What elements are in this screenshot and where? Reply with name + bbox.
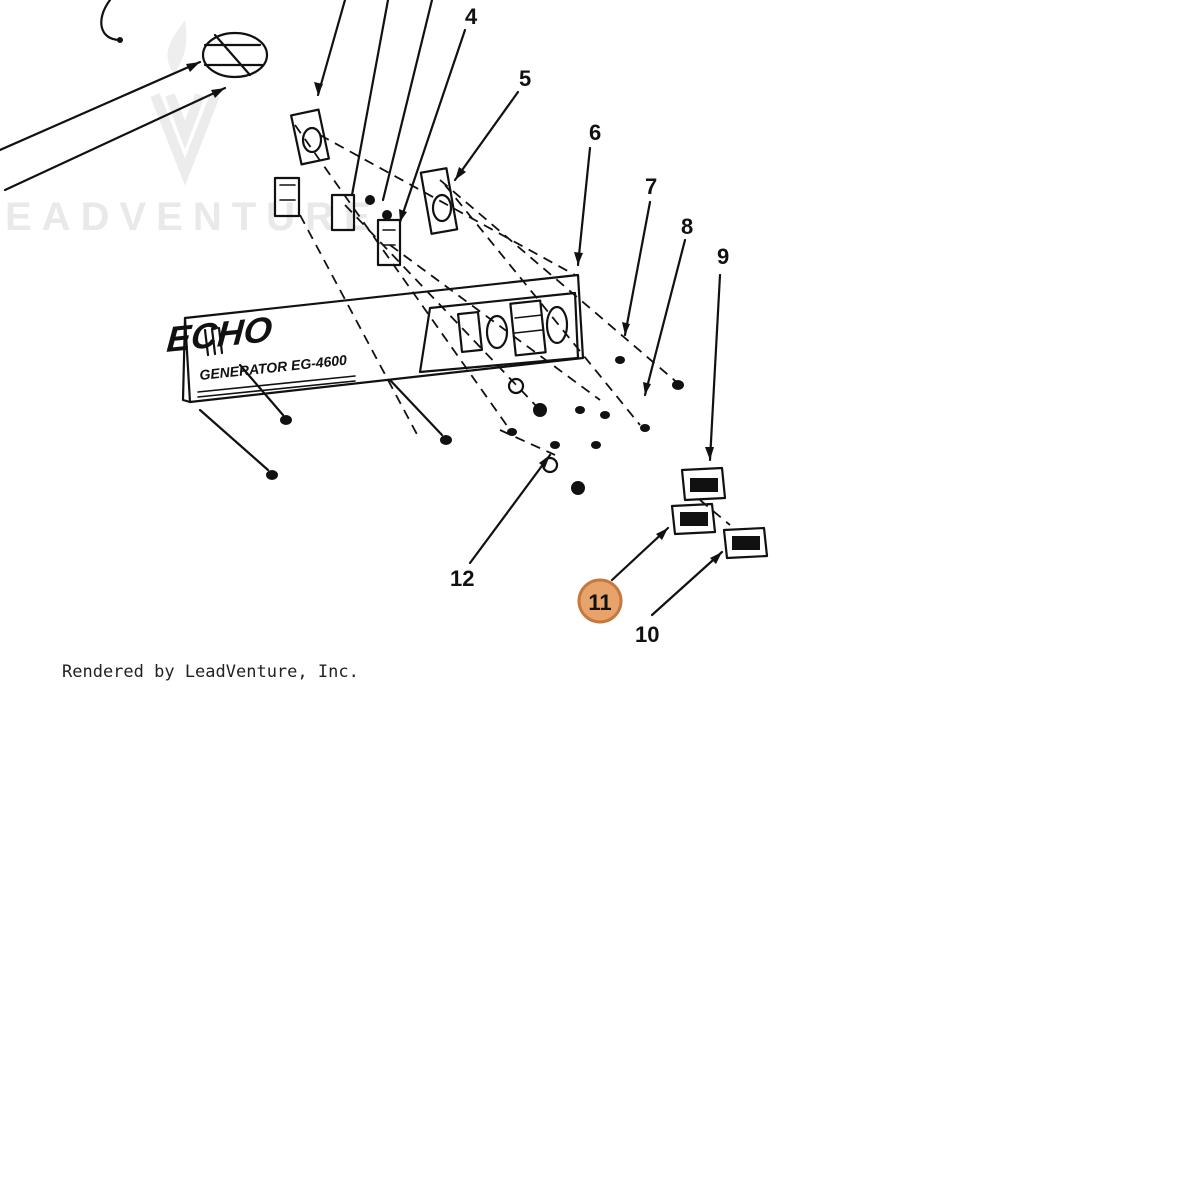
callout-6: 6 — [589, 120, 601, 145]
watermark-text: EADVENTURE — [5, 195, 381, 239]
leader-lines-bottom — [468, 453, 724, 617]
callout-5: 5 — [519, 66, 531, 91]
watermark: EADVENTURE — [5, 20, 381, 239]
callout-12: 12 — [450, 566, 474, 591]
leader-lines-top — [314, 0, 722, 462]
fasteners — [198, 356, 684, 495]
callout-7: 7 — [645, 174, 657, 199]
receptacles — [273, 108, 459, 267]
callout-4: 4 — [465, 4, 478, 29]
callout-9: 9 — [717, 244, 729, 269]
footer-credit: Rendered by LeadVenture, Inc. — [62, 662, 359, 682]
motor-assembly — [0, 0, 269, 192]
callout-10: 10 — [635, 622, 659, 647]
highlight-badge[interactable] — [577, 578, 623, 624]
callout-11[interactable]: 11 — [588, 590, 611, 615]
highlighted-callout-11[interactable]: 11 — [577, 578, 623, 624]
callout-8: 8 — [681, 214, 693, 239]
breakers — [670, 466, 769, 560]
brand-logo: ECHO — [165, 309, 273, 360]
control-panel: ECHO GENERATOR EG-4600 — [165, 273, 585, 404]
